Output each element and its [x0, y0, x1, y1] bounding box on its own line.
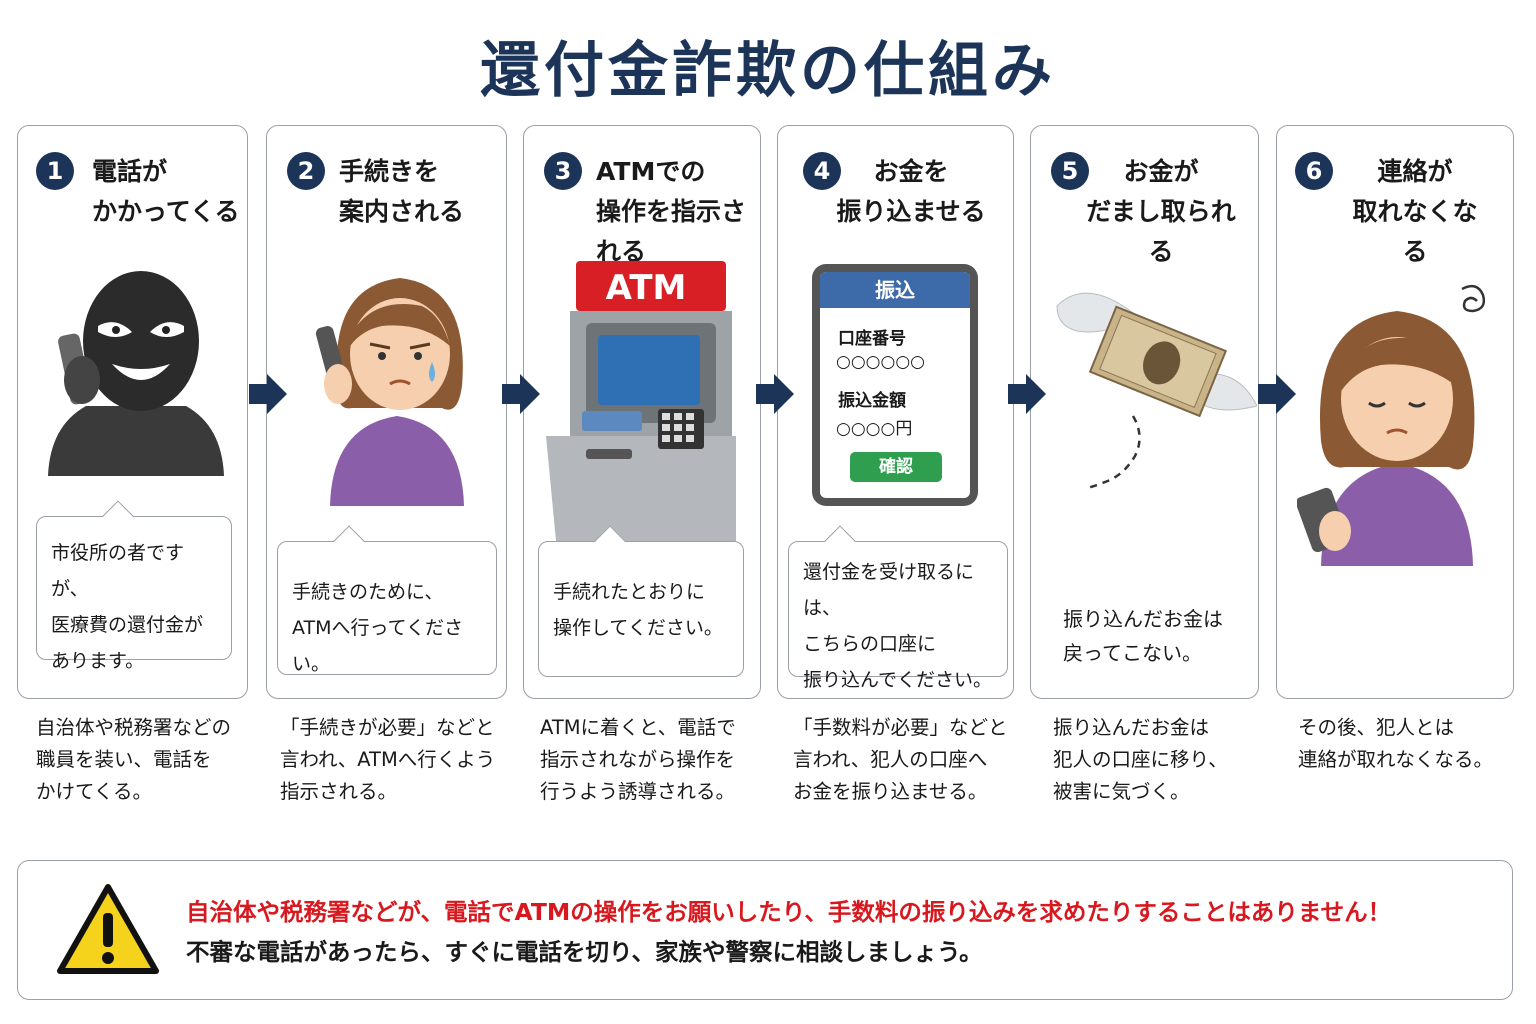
step-title: 連絡が 取れなくなる: [1352, 157, 1478, 266]
confirm-button: 確認: [850, 452, 942, 482]
atm-machine-icon: ATM: [546, 261, 736, 541]
page-title: 還付金詐欺の仕組み: [480, 36, 1056, 106]
step-panel-4: 4 お金を 振り込ませる 振込 口座番号 ○○○○○○ 振込金額 ○○○○円 確…: [777, 125, 1014, 699]
step-description: 振り込んだお金は 犯人の口座に移り、 被害に気づく。: [1053, 716, 1228, 803]
speech-bubble: 手続きのために、 ATMへ行ってください。: [277, 525, 497, 675]
speech-bubble: 市役所の者ですが、 医療費の還付金が あります。: [36, 500, 232, 672]
atm-sign-label: ATM: [606, 268, 687, 308]
arrow-right-icon: [249, 374, 287, 414]
step-description: 自治体や税務署などの 職員を装い、電話を かけてくる。: [36, 716, 232, 803]
step-number-badge: 3: [544, 152, 582, 190]
step-description: 「手続きが必要」などと 言われ、ATMへ行くよう 指示される。: [280, 716, 496, 803]
account-number-label: 口座番号: [838, 329, 906, 349]
speech-bubble: 手続れたとおりに 操作してください。: [538, 525, 744, 677]
step-title: ATMでの 操作を指示される: [596, 157, 747, 266]
bubble-text: 手続れたとおりに 操作してください。: [553, 581, 723, 639]
step-panel-5: 5 お金が だまし取られる 振り込んだお金は 戻ってこない。: [1030, 125, 1259, 699]
bubble-text: 市役所の者ですが、 医療費の還付金が あります。: [51, 542, 204, 672]
step-panel-2: 2 手続きを 案内される 手続きのために、 ATMへ行ってください。: [266, 125, 507, 699]
step-number-badge: 6: [1295, 152, 1333, 190]
step-title: 電話が かかってくる: [92, 157, 240, 226]
worried-woman-phone-icon: [315, 278, 464, 506]
step-number-badge: 2: [287, 152, 325, 190]
arrow-right-icon: [502, 374, 540, 414]
arrow-right-icon: [756, 374, 794, 414]
bubble-text: 手続きのために、 ATMへ行ってください。: [292, 581, 464, 675]
speech-bubble: 還付金を受け取るには、 こちらの口座に 振り込んでください。: [788, 525, 1008, 691]
step-description: 「手数料が必要」などと 言われ、犯人の口座へ お金を振り込ませる。: [793, 716, 1008, 803]
warning-triangle-icon: [57, 884, 159, 974]
account-number-value: ○○○○○○: [836, 352, 926, 372]
transfer-amount-value: ○○○○円: [836, 419, 913, 439]
step-panel-6: 6 連絡が 取れなくなる: [1276, 125, 1514, 699]
step-description: ATMに着くと、電話で 指示されながら操作を 行うよう誘導される。: [540, 716, 736, 803]
arrow-right-icon: [1008, 374, 1046, 414]
warning-message-advice: 不審な電話があったら、すぐに電話を切り、家族や警察に相談しましょう。: [186, 938, 983, 966]
step-title: 手続きを 案内される: [339, 157, 465, 226]
transfer-screen-header: 振込: [820, 272, 970, 308]
warning-message-red: 自治体や税務署などが、電話でATMの操作をお願いしたり、手数料の振り込みを求めた…: [186, 898, 1392, 926]
flying-money-icon: [1056, 292, 1257, 490]
bubble-text: 還付金を受け取るには、 こちらの口座に 振り込んでください。: [803, 561, 993, 691]
transfer-screen-icon: 振込 口座番号 ○○○○○○ 振込金額 ○○○○円 確認: [812, 264, 978, 506]
step-panel-1: 1 電話が かかってくる 市役所の者ですが、 医療費の還付金が あります。: [17, 125, 248, 699]
step-number-badge: 5: [1051, 152, 1089, 190]
bubble-tail: [824, 525, 856, 557]
bubble-tail: [333, 525, 365, 557]
arrow-right-icon: [1258, 374, 1296, 414]
masked-criminal-phone-icon: [48, 271, 224, 476]
step-number-badge: 1: [36, 152, 74, 190]
step-title: お金を 振り込ませる: [836, 157, 986, 226]
step-title: お金が だまし取られる: [1086, 157, 1236, 266]
step-description: その後、犯人とは 連絡が取れなくなる。: [1298, 716, 1494, 771]
result-message: 振り込んだお金は 戻ってこない。: [1063, 607, 1223, 665]
transfer-amount-label: 振込金額: [838, 391, 906, 411]
step-panel-3: 3 ATMでの 操作を指示される ATM 手続れたとおりに 操作してください。: [523, 125, 761, 699]
sad-woman-phone-icon: [1297, 284, 1486, 566]
warning-box: 自治体や税務署などが、電話でATMの操作をお願いしたり、手数料の振り込みを求めた…: [17, 860, 1513, 1000]
bubble-tail: [102, 500, 134, 532]
step-number-badge: 4: [803, 152, 841, 190]
